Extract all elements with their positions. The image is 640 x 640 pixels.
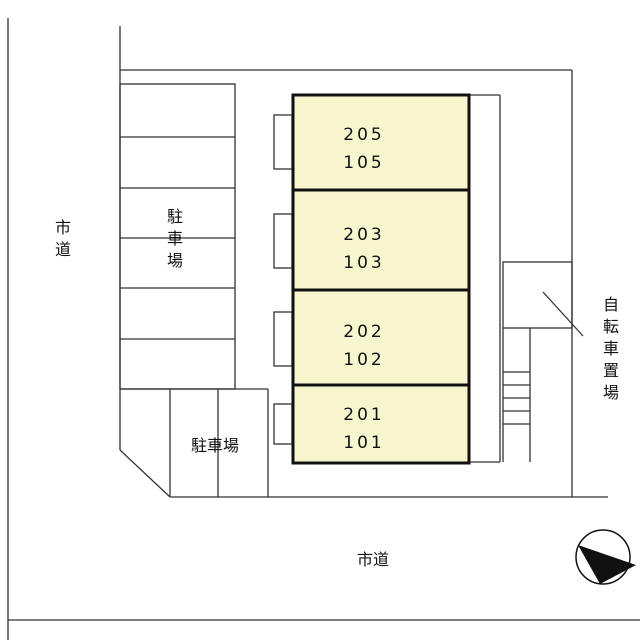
balconies [273,114,293,445]
unit-lower-number: 102 [343,350,384,370]
road-left-label: 市道 [55,218,71,259]
unit-block-2: 203 103 [291,188,471,292]
label-char: 場 [603,383,619,402]
unit-outline [291,188,471,292]
unit-upper-number: 201 [343,405,384,425]
unit-outline [291,93,471,192]
label-char: 場 [167,251,183,270]
parking-lower-stalls [120,388,269,497]
label-char: 道 [55,240,71,259]
label-char: 車 [603,339,619,358]
parking-lower-label: 駐車場 [191,436,239,455]
north-arrow-icon [575,529,636,585]
unit-outline [291,288,471,387]
label-char: 駐 [167,207,183,226]
unit-lower-number: 103 [343,253,384,273]
unit-outline [291,383,471,465]
label-char: 市 [55,218,71,237]
label-char: 自 [603,295,619,314]
unit-upper-number: 202 [343,322,384,342]
unit-block-3: 202 102 [291,288,471,387]
unit-lower-number: 101 [343,433,384,453]
unit-upper-number: 205 [343,125,384,145]
parking-upper-label: 駐車場 [167,207,183,270]
corridor [470,94,501,463]
road-bottom-label: 市道 [357,550,389,569]
unit-block-1: 205 105 [291,93,471,192]
unit-upper-number: 203 [343,225,384,245]
label-char: 置 [603,361,619,380]
unit-lower-number: 105 [343,153,384,173]
bicycle-parking-area [502,261,584,462]
label-char: 車 [167,229,183,248]
label-char: 転 [603,317,619,336]
unit-block-4: 201 101 [291,383,471,465]
parking-upper-stalls [119,83,236,390]
stairs [503,371,530,425]
